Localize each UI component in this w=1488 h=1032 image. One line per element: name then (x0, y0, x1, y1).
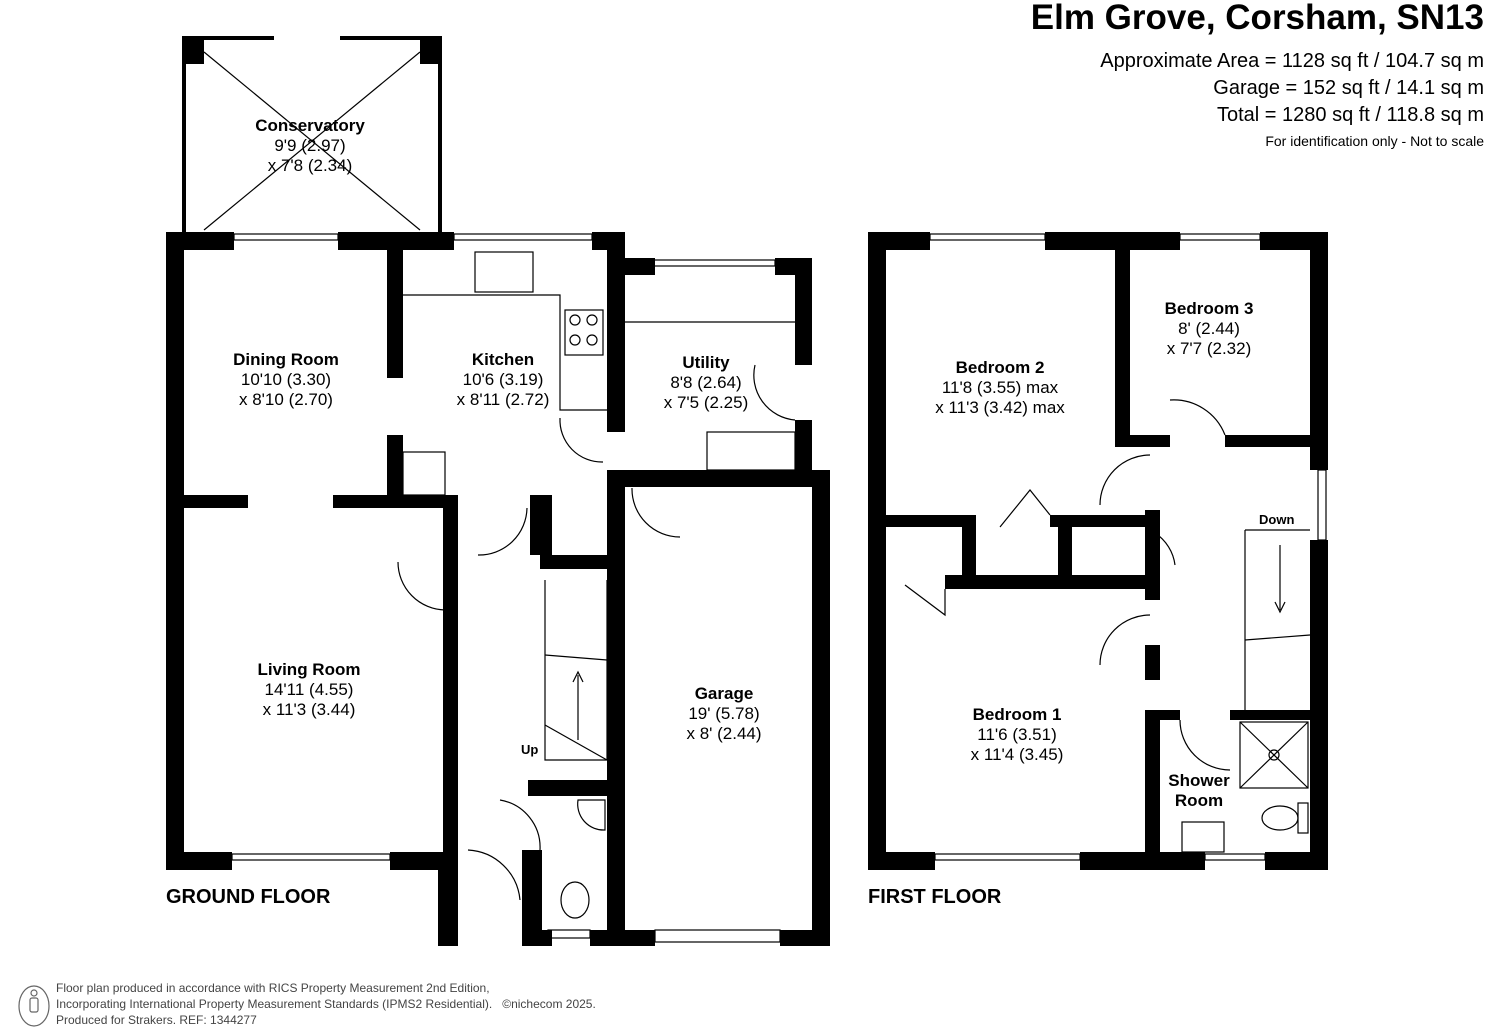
room-dim: 10'10 (3.30) (240, 370, 332, 389)
room-dim: x 8'10 (2.70) (239, 390, 333, 409)
stairs-down-label: Down (1259, 512, 1295, 527)
room-name: Living Room (257, 660, 361, 679)
ground-floor-fixtures (203, 51, 796, 943)
room-dim: 8'8 (2.64) (670, 373, 742, 392)
room-dim: x 7'5 (2.25) (663, 393, 749, 412)
room-name: Bedroom 3 (1164, 299, 1254, 318)
room-dim: 11'6 (3.51) (977, 725, 1057, 744)
first-floor-fixtures (904, 233, 1327, 861)
room-dim: 10'6 (3.19) (462, 370, 544, 389)
room-dim: x 7'8 (2.34) (267, 156, 353, 175)
first-floor-walls (868, 232, 1328, 870)
area-summary: Approximate Area = 1128 sq ft / 104.7 sq… (1100, 48, 1484, 129)
ground-floor-walls (166, 36, 830, 946)
footer: Floor plan produced in accordance with R… (56, 980, 596, 1028)
room-name: Dining Room (233, 350, 339, 369)
footer-line: Incorporating International Property Mea… (56, 996, 596, 1012)
room-dim: x 8' (2.44) (686, 724, 762, 743)
footer-line: Floor plan produced in accordance with R… (56, 981, 490, 995)
approximate-area: Approximate Area = 1128 sq ft / 104.7 sq… (1100, 50, 1484, 72)
room-dim: 19' (5.78) (688, 704, 760, 723)
room-name: Room (1174, 791, 1224, 810)
property-title: Elm Grove, Corsham, SN13 (1030, 0, 1484, 37)
room-name: Utility (682, 353, 730, 372)
room-dim: 11'8 (3.55) max (941, 378, 1059, 397)
room-name: Kitchen (471, 350, 535, 369)
room-dim: 8' (2.44) (1178, 319, 1240, 338)
room-dim: x 11'3 (3.42) max (935, 398, 1065, 417)
room-dim: x 11'4 (3.45) (970, 745, 1064, 764)
ground-floor-label: GROUND FLOOR (166, 886, 331, 908)
room-dim: x 7'7 (2.32) (1166, 339, 1252, 358)
room-dim: 9'9 (2.97) (274, 136, 346, 155)
room-name: Bedroom 2 (955, 358, 1045, 377)
footer-line: Produced for Strakers. REF: 1344277 (56, 1013, 257, 1027)
stairs-up-label: Up (521, 742, 539, 757)
room-dim: x 11'3 (3.44) (262, 700, 356, 719)
room-name: Shower (1168, 771, 1230, 790)
accessibility-icon (18, 985, 50, 1027)
room-name: Conservatory (255, 116, 365, 135)
copyright: ©nichecom 2025. (502, 997, 596, 1011)
scale-note: For identification only - Not to scale (1265, 133, 1484, 149)
room-name: Garage (694, 684, 754, 703)
room-dim: x 8'11 (2.72) (456, 390, 550, 409)
garage-area: Garage = 152 sq ft / 14.1 sq m (1213, 77, 1484, 99)
total-area: Total = 1280 sq ft / 118.8 sq m (1216, 104, 1484, 126)
footer-line-text: Incorporating International Property Mea… (56, 997, 493, 1011)
first-floor-label: FIRST FLOOR (868, 886, 1002, 908)
room-name: Bedroom 1 (972, 705, 1062, 724)
room-dim: 14'11 (4.55) (264, 680, 354, 699)
